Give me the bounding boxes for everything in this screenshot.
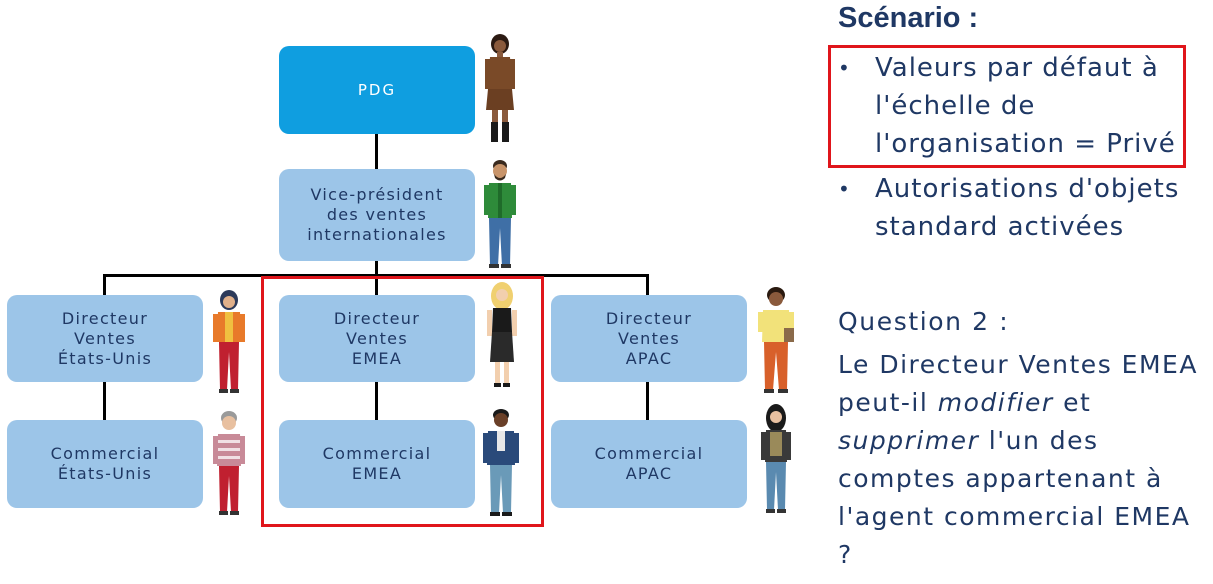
org-box-director-emea: Directeur Ventes EMEA xyxy=(279,295,475,382)
question-text-part: Le Directeur Ventes EMEA peut-il xyxy=(838,350,1198,417)
org-box-director-us: Directeur Ventes États-Unis xyxy=(7,295,203,382)
connector-ceo-vp xyxy=(375,133,378,169)
question-text: Le Directeur Ventes EMEA peut-il modifie… xyxy=(838,346,1208,574)
scenario-highlight-frame xyxy=(828,45,1186,168)
org-box-director-apac: Directeur Ventes APAC xyxy=(551,295,747,382)
connector-vp-bus xyxy=(375,261,378,275)
rep-emea-person-icon xyxy=(483,409,519,516)
ceo-person-icon xyxy=(485,34,515,142)
org-box-rep-apac: Commercial APAC xyxy=(551,420,747,508)
scenario-bullet-text: Autorisations d'objets standard activées xyxy=(875,174,1180,242)
question-text-part: et xyxy=(1053,388,1092,417)
bullet-dot: • xyxy=(838,177,851,201)
connector-dir-rep-emea xyxy=(375,381,378,421)
rep-us-person-icon xyxy=(213,411,245,515)
director-emea-person-icon xyxy=(487,282,517,387)
bullet-dot: • xyxy=(838,56,851,80)
org-box-rep-us: Commercial États-Unis xyxy=(7,420,203,508)
question-label: Question 2 : xyxy=(838,307,1010,336)
question-emphasis-modify: modifier xyxy=(937,388,1054,417)
question-emphasis-delete: supprimer xyxy=(838,426,980,455)
emea-highlight-frame xyxy=(261,276,544,527)
org-box-ceo: PDG xyxy=(279,46,475,134)
rep-apac-person-icon xyxy=(761,404,791,513)
scenario-bullet-2: • Autorisations d'objets standard activé… xyxy=(838,170,1208,250)
vp-person-icon xyxy=(484,160,516,268)
connector-bus-dir-apac xyxy=(646,274,649,296)
scenario-title: Scénario : xyxy=(838,2,979,34)
scenario-bullet-1: • Valeurs par défaut à l'échelle de l'or… xyxy=(838,49,1208,165)
org-box-rep-emea: Commercial EMEA xyxy=(279,420,475,508)
connector-dir-rep-us xyxy=(103,381,106,421)
question-text-part: l'un des comptes appartenant à l'agent c… xyxy=(838,426,1191,569)
connector-bus-dir-emea xyxy=(375,274,378,296)
connector-dir-rep-apac xyxy=(646,381,649,421)
scenario-bullet-text: Valeurs par défaut à l'échelle de l'orga… xyxy=(875,53,1176,159)
connector-bus-dir-us xyxy=(103,274,106,296)
org-box-vp: Vice-président des ventes internationale… xyxy=(279,169,475,261)
director-us-person-icon xyxy=(213,290,245,393)
director-apac-person-icon xyxy=(758,287,794,393)
